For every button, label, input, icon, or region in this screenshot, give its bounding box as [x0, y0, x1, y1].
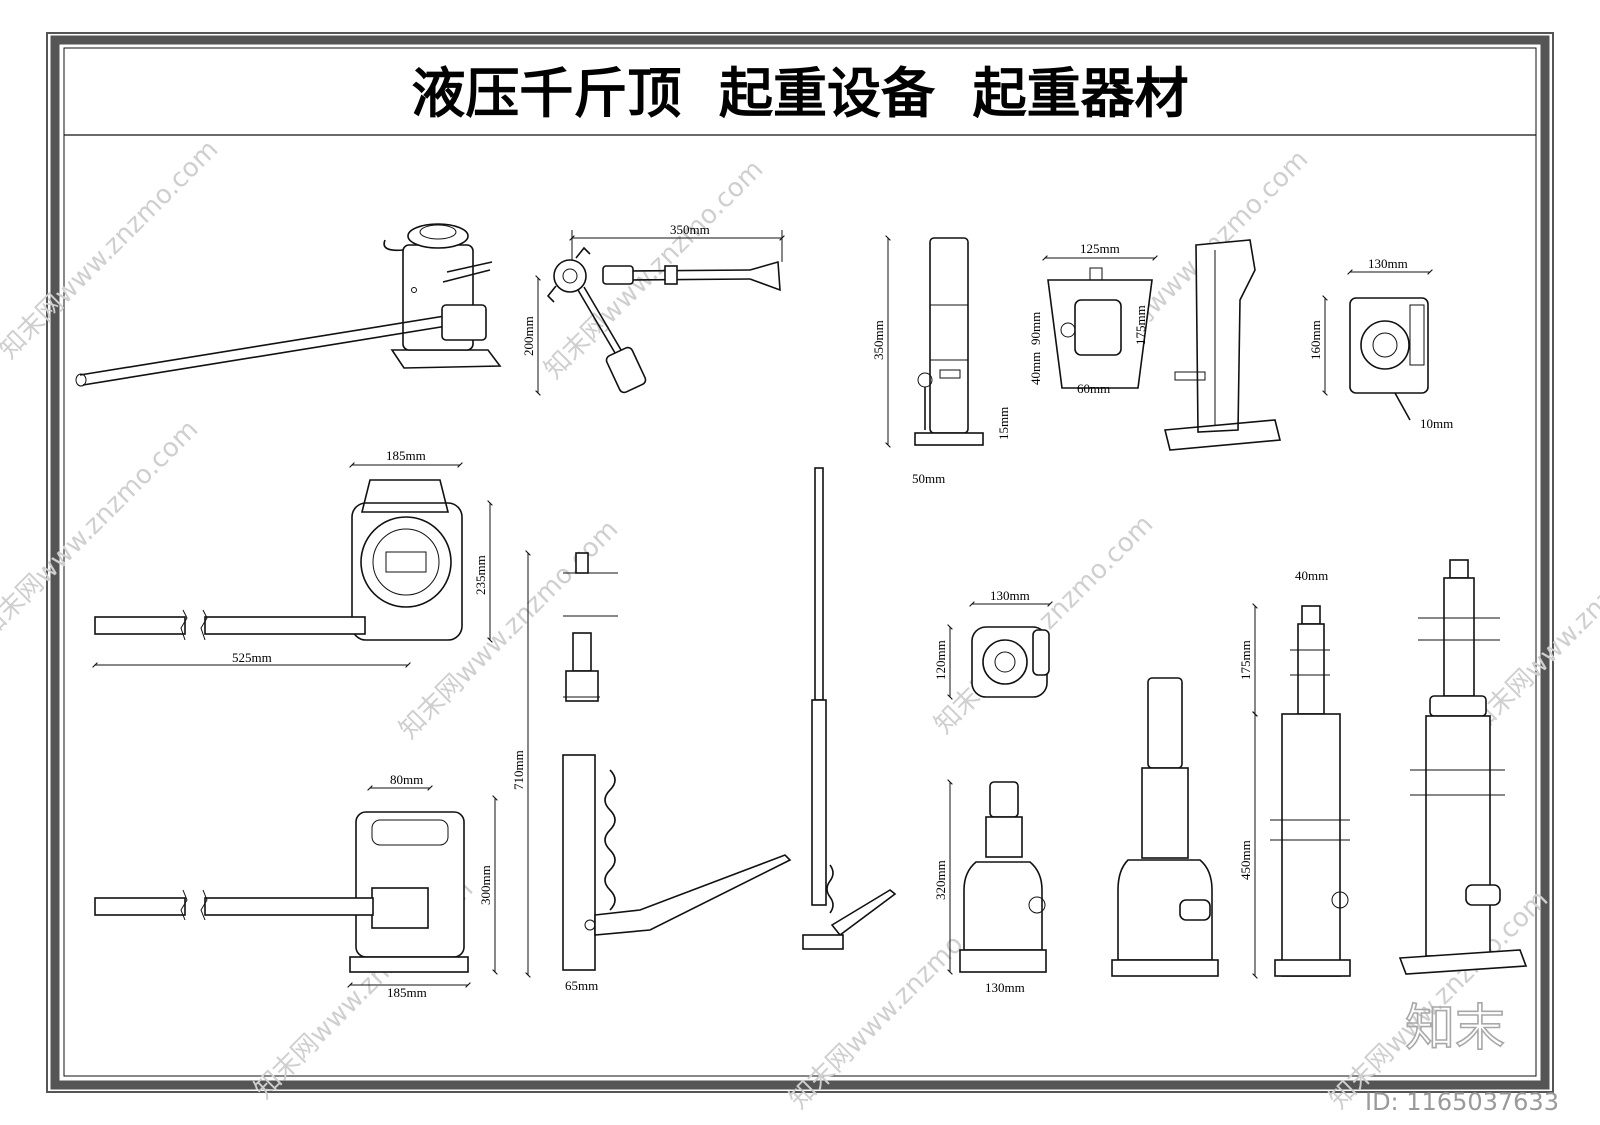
dim-450: 450mm: [1238, 840, 1253, 880]
dim-710: 710mm: [511, 750, 526, 790]
watermark-text: 知末网www.znzmo.com: [929, 509, 1160, 740]
dim-175-ram: 175mm: [1238, 640, 1253, 680]
dim-65: 65mm: [565, 978, 598, 993]
jack-front-view: 125mm 90mm 40mm 175mm 60mm: [1028, 241, 1158, 396]
dim-350: 350mm: [670, 222, 710, 237]
watermark-text: 知末网www.znzmo.com: [0, 134, 224, 365]
dim-525: 525mm: [232, 650, 272, 665]
dim-90: 90mm: [1028, 312, 1043, 345]
dim-185-top: 185mm: [386, 448, 426, 463]
dim-120: 120mm: [933, 640, 948, 680]
watermark-text: 知末网www.znzmo.com: [0, 414, 204, 645]
dim-40-ram: 40mm: [1295, 568, 1328, 583]
dim-10: 10mm: [1420, 416, 1453, 431]
jack-bottle-elevation: 320mm 130mm: [933, 779, 1047, 995]
jack-plan-view-top: 130mm 160mm 10mm: [1308, 256, 1453, 431]
dim-200: 200mm: [521, 316, 536, 356]
dim-130-top: 130mm: [1368, 256, 1408, 271]
jack-front-elevation: 80mm 300mm 185mm: [94, 772, 498, 1000]
jack-ram-elevation: 40mm 175mm 450mm: [1238, 568, 1351, 979]
jack-pedal-side-view: 710mm 65mm: [511, 550, 792, 993]
jack-tall-extended: [1398, 559, 1528, 975]
drawing-frame: [46, 32, 1554, 1093]
dim-175-front: 175mm: [1133, 305, 1148, 345]
dim-235: 235mm: [473, 555, 488, 595]
jack-perspective-view: [75, 223, 502, 387]
dim-15: 15mm: [996, 407, 1011, 440]
jack-plan-view-handle: 185mm 235mm 525mm: [92, 448, 493, 668]
page-title: 液压千斤顶 起重设备 起重器材: [411, 62, 1188, 125]
dim-130-base: 130mm: [985, 980, 1025, 995]
dim-40: 40mm: [1028, 352, 1043, 385]
jack-side-view: 350mm 15mm 50mm: [871, 235, 1011, 486]
dim-130-plan: 130mm: [990, 588, 1030, 603]
dim-80: 80mm: [390, 772, 423, 787]
jack-rod-pedal-view: [802, 467, 897, 950]
dim-185-bottom: 185mm: [387, 985, 427, 1000]
dim-160: 160mm: [1308, 320, 1323, 360]
jack-bottle-extended: [1111, 677, 1219, 977]
jack-tall-perspective: [1163, 239, 1282, 451]
dim-60: 60mm: [1077, 381, 1110, 396]
dim-300: 300mm: [478, 865, 493, 905]
dim-50: 50mm: [912, 471, 945, 486]
jack-top-view-handle: 350mm 200mm: [521, 222, 785, 396]
jack-plan-view-small: 130mm 120mm: [933, 588, 1053, 700]
dim-350-side: 350mm: [871, 320, 886, 360]
dim-320: 320mm: [933, 860, 948, 900]
id-stamp: ID: 1165037633: [1365, 1088, 1559, 1116]
znzmo-logo: 知末: [1405, 999, 1505, 1057]
dim-125: 125mm: [1080, 241, 1120, 256]
